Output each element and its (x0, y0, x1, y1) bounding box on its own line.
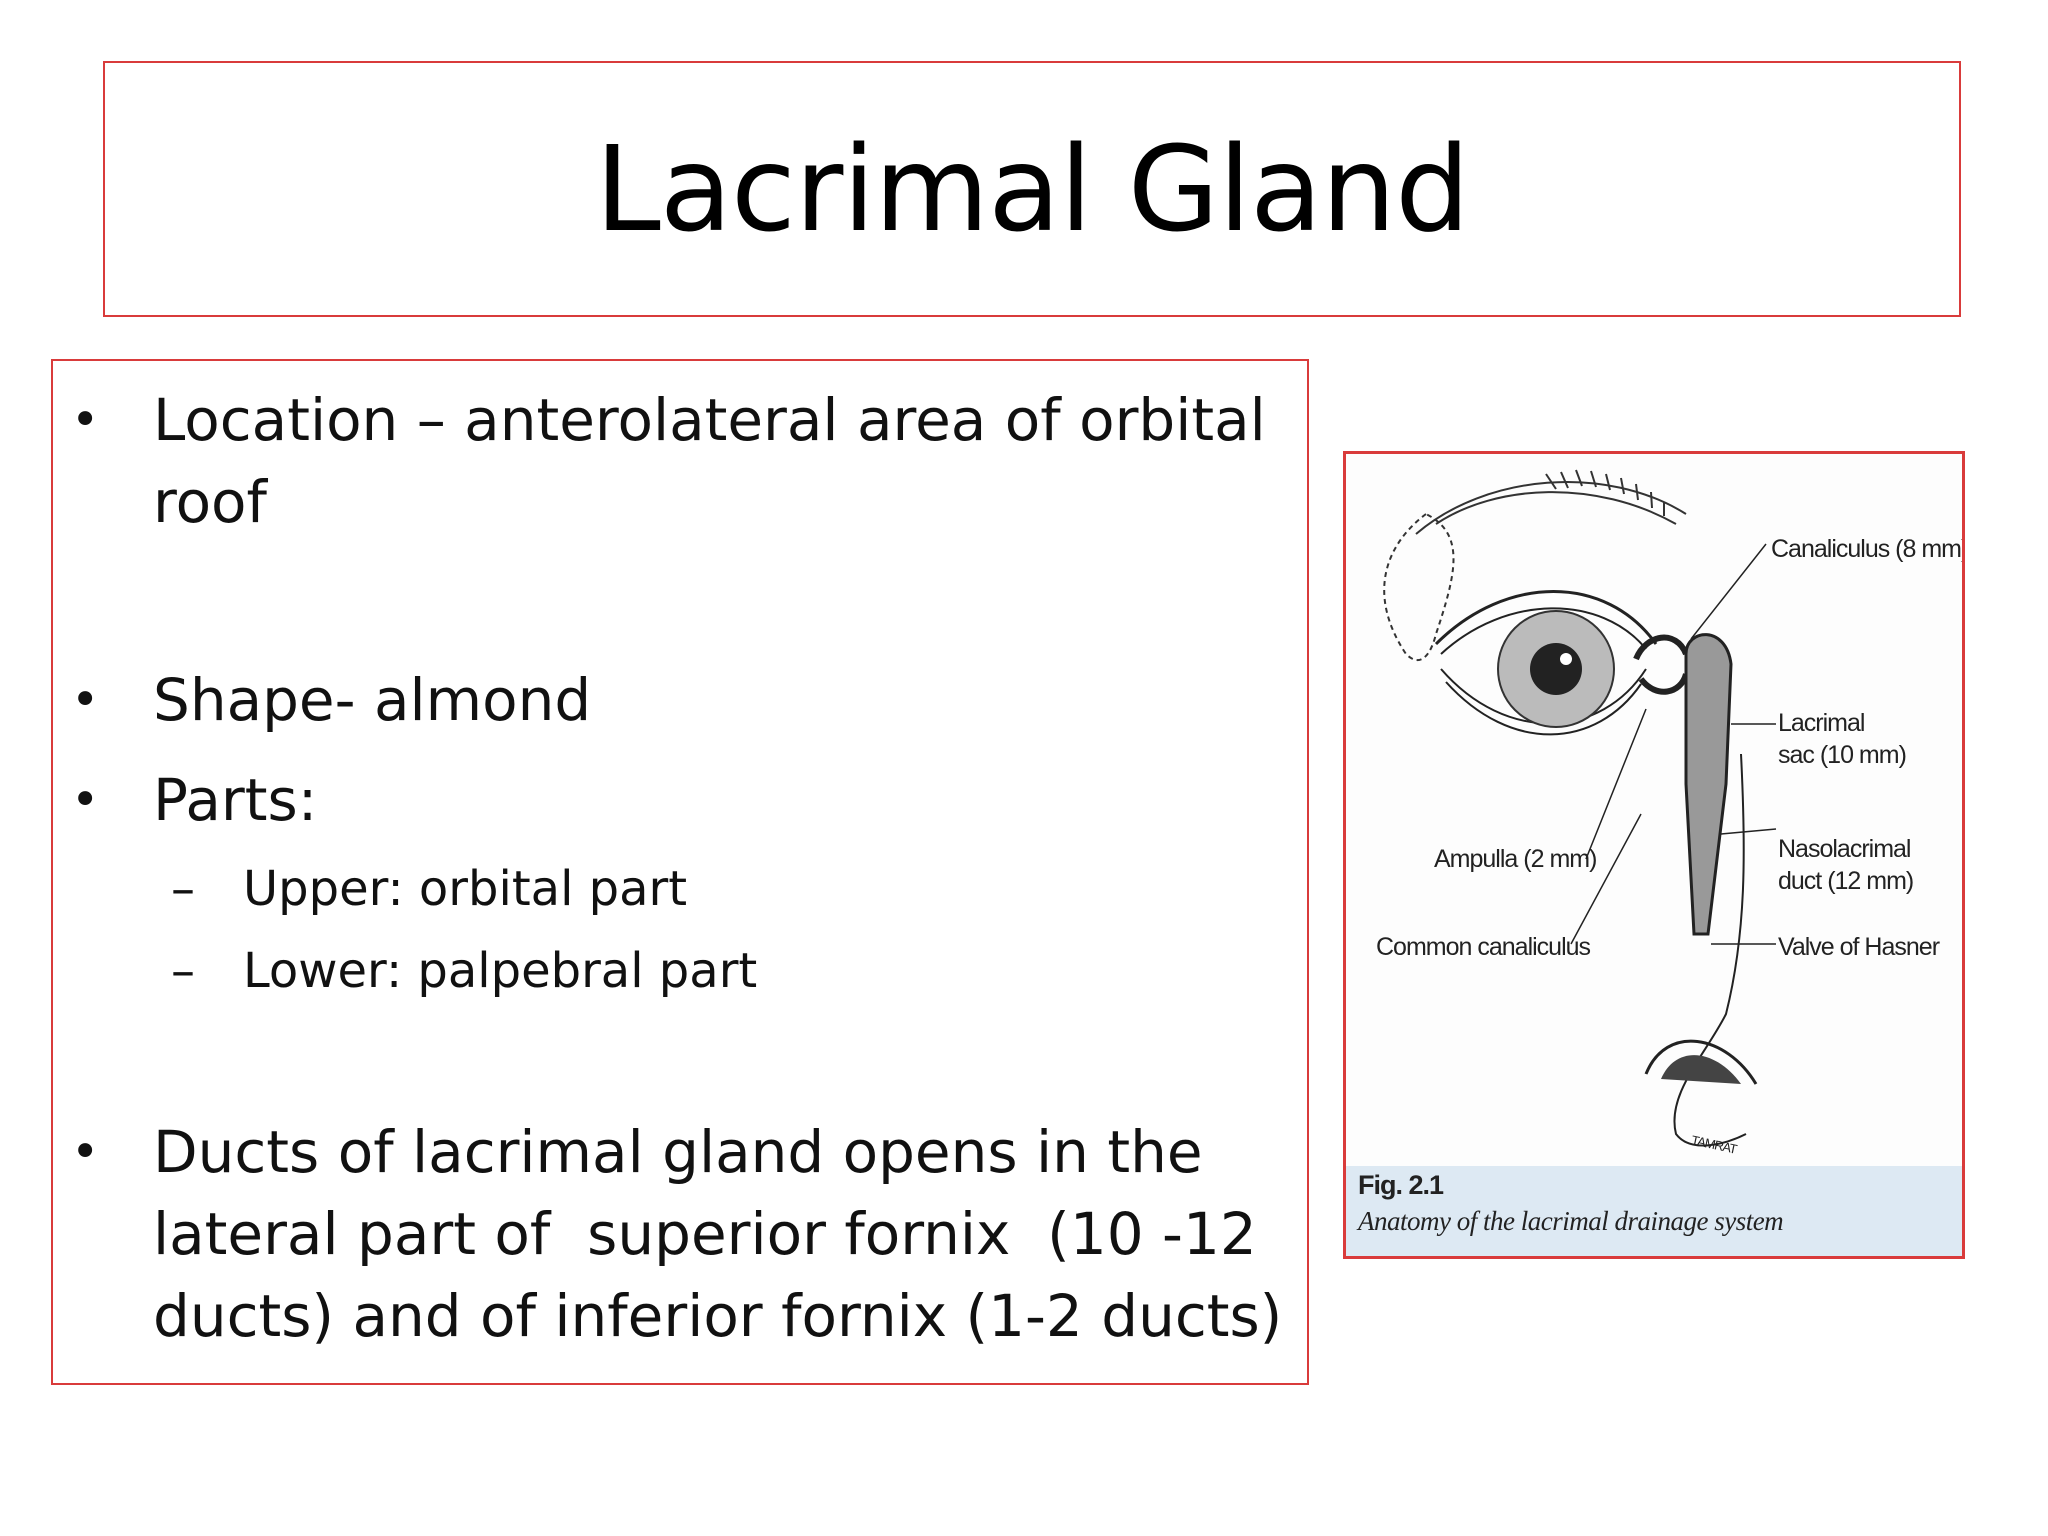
eyebrow (1415, 469, 1687, 535)
slide-title: Lacrimal Gland (595, 120, 1470, 258)
bullet-text: Ducts of lacrimal gland opens in the (153, 1118, 1203, 1186)
bullet-dot: • (71, 392, 100, 448)
leader-lines (1570, 543, 1777, 945)
sub-text: Lower: palpebral part (243, 943, 758, 999)
lower-canaliculus (1638, 672, 1689, 695)
label-canaliculus: Canaliculus (8 mm) (1771, 535, 1965, 563)
lacrimal-sac (1684, 633, 1733, 936)
label-nasolacrimal: Nasolacrimal (1778, 835, 1911, 863)
bullet-text: roof (153, 468, 267, 536)
bullet-dot: • (71, 772, 100, 828)
figure-number: Fig. 2.1 (1358, 1170, 1444, 1200)
bullet-text: Location – anterolateral area of orbital (153, 386, 1266, 454)
lacrimal-gland-outline (1383, 512, 1455, 662)
content-box: • Location – anterolateral area of orbit… (51, 359, 1309, 1385)
upper-canaliculus (1633, 634, 1689, 661)
label-ampulla: Ampulla (2 mm) (1434, 845, 1597, 873)
anatomy-figure: Canaliculus (8 mm) Lacrimal sac (10 mm) … (1343, 451, 1965, 1259)
upper-eyelid (1434, 590, 1658, 646)
nose-outline (1673, 753, 1747, 1147)
caption-band (1346, 1166, 1962, 1256)
bullet-dot: • (71, 1124, 100, 1180)
label-lacrimal-sac: Lacrimal (1778, 709, 1865, 737)
label-lacrimal-sac-size: sac (10 mm) (1778, 741, 1907, 769)
sub-text: Upper: orbital part (243, 861, 688, 917)
bullet-text: lateral part of superior fornix (10 -12 (153, 1200, 1257, 1268)
lacrimal-drainage-illustration (1383, 469, 1777, 1147)
label-common-canaliculus: Common canaliculus (1376, 933, 1591, 961)
title-box: Lacrimal Gland (103, 61, 1961, 317)
bullet-text: Parts: (153, 766, 318, 834)
bullet-text: ducts) and of inferior fornix (1-2 ducts… (153, 1282, 1283, 1350)
sub-dash: – (171, 943, 195, 999)
sub-dash: – (171, 861, 195, 917)
figure-caption: Anatomy of the lacrimal drainage system (1358, 1206, 1784, 1236)
pupil (1530, 643, 1582, 695)
bullet-dot: • (71, 672, 100, 728)
label-valve-of-hasner: Valve of Hasner (1778, 933, 1940, 961)
bullet-text: Shape- almond (153, 666, 592, 734)
label-nasolacrimal-size: duct (12 mm) (1778, 867, 1914, 895)
